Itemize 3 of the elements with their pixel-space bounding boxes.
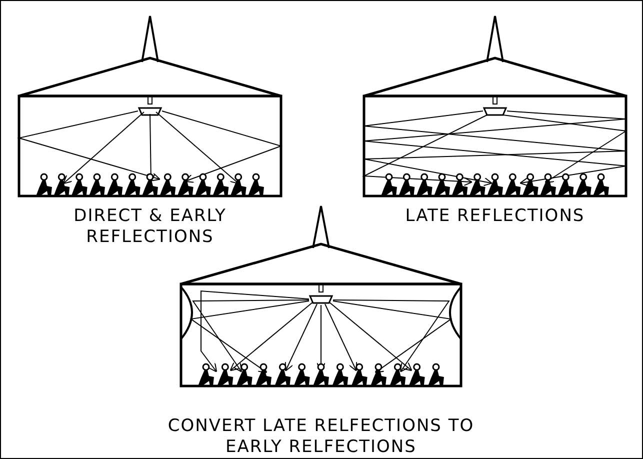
caption: DIRECT & EARLY REFLECTIONS xyxy=(72,206,228,248)
caption: LATE REFLECTIONS xyxy=(404,206,586,227)
caption: CONVERT LATE RELFECTIONS TO EARLY RELFECTIONS xyxy=(166,416,476,458)
